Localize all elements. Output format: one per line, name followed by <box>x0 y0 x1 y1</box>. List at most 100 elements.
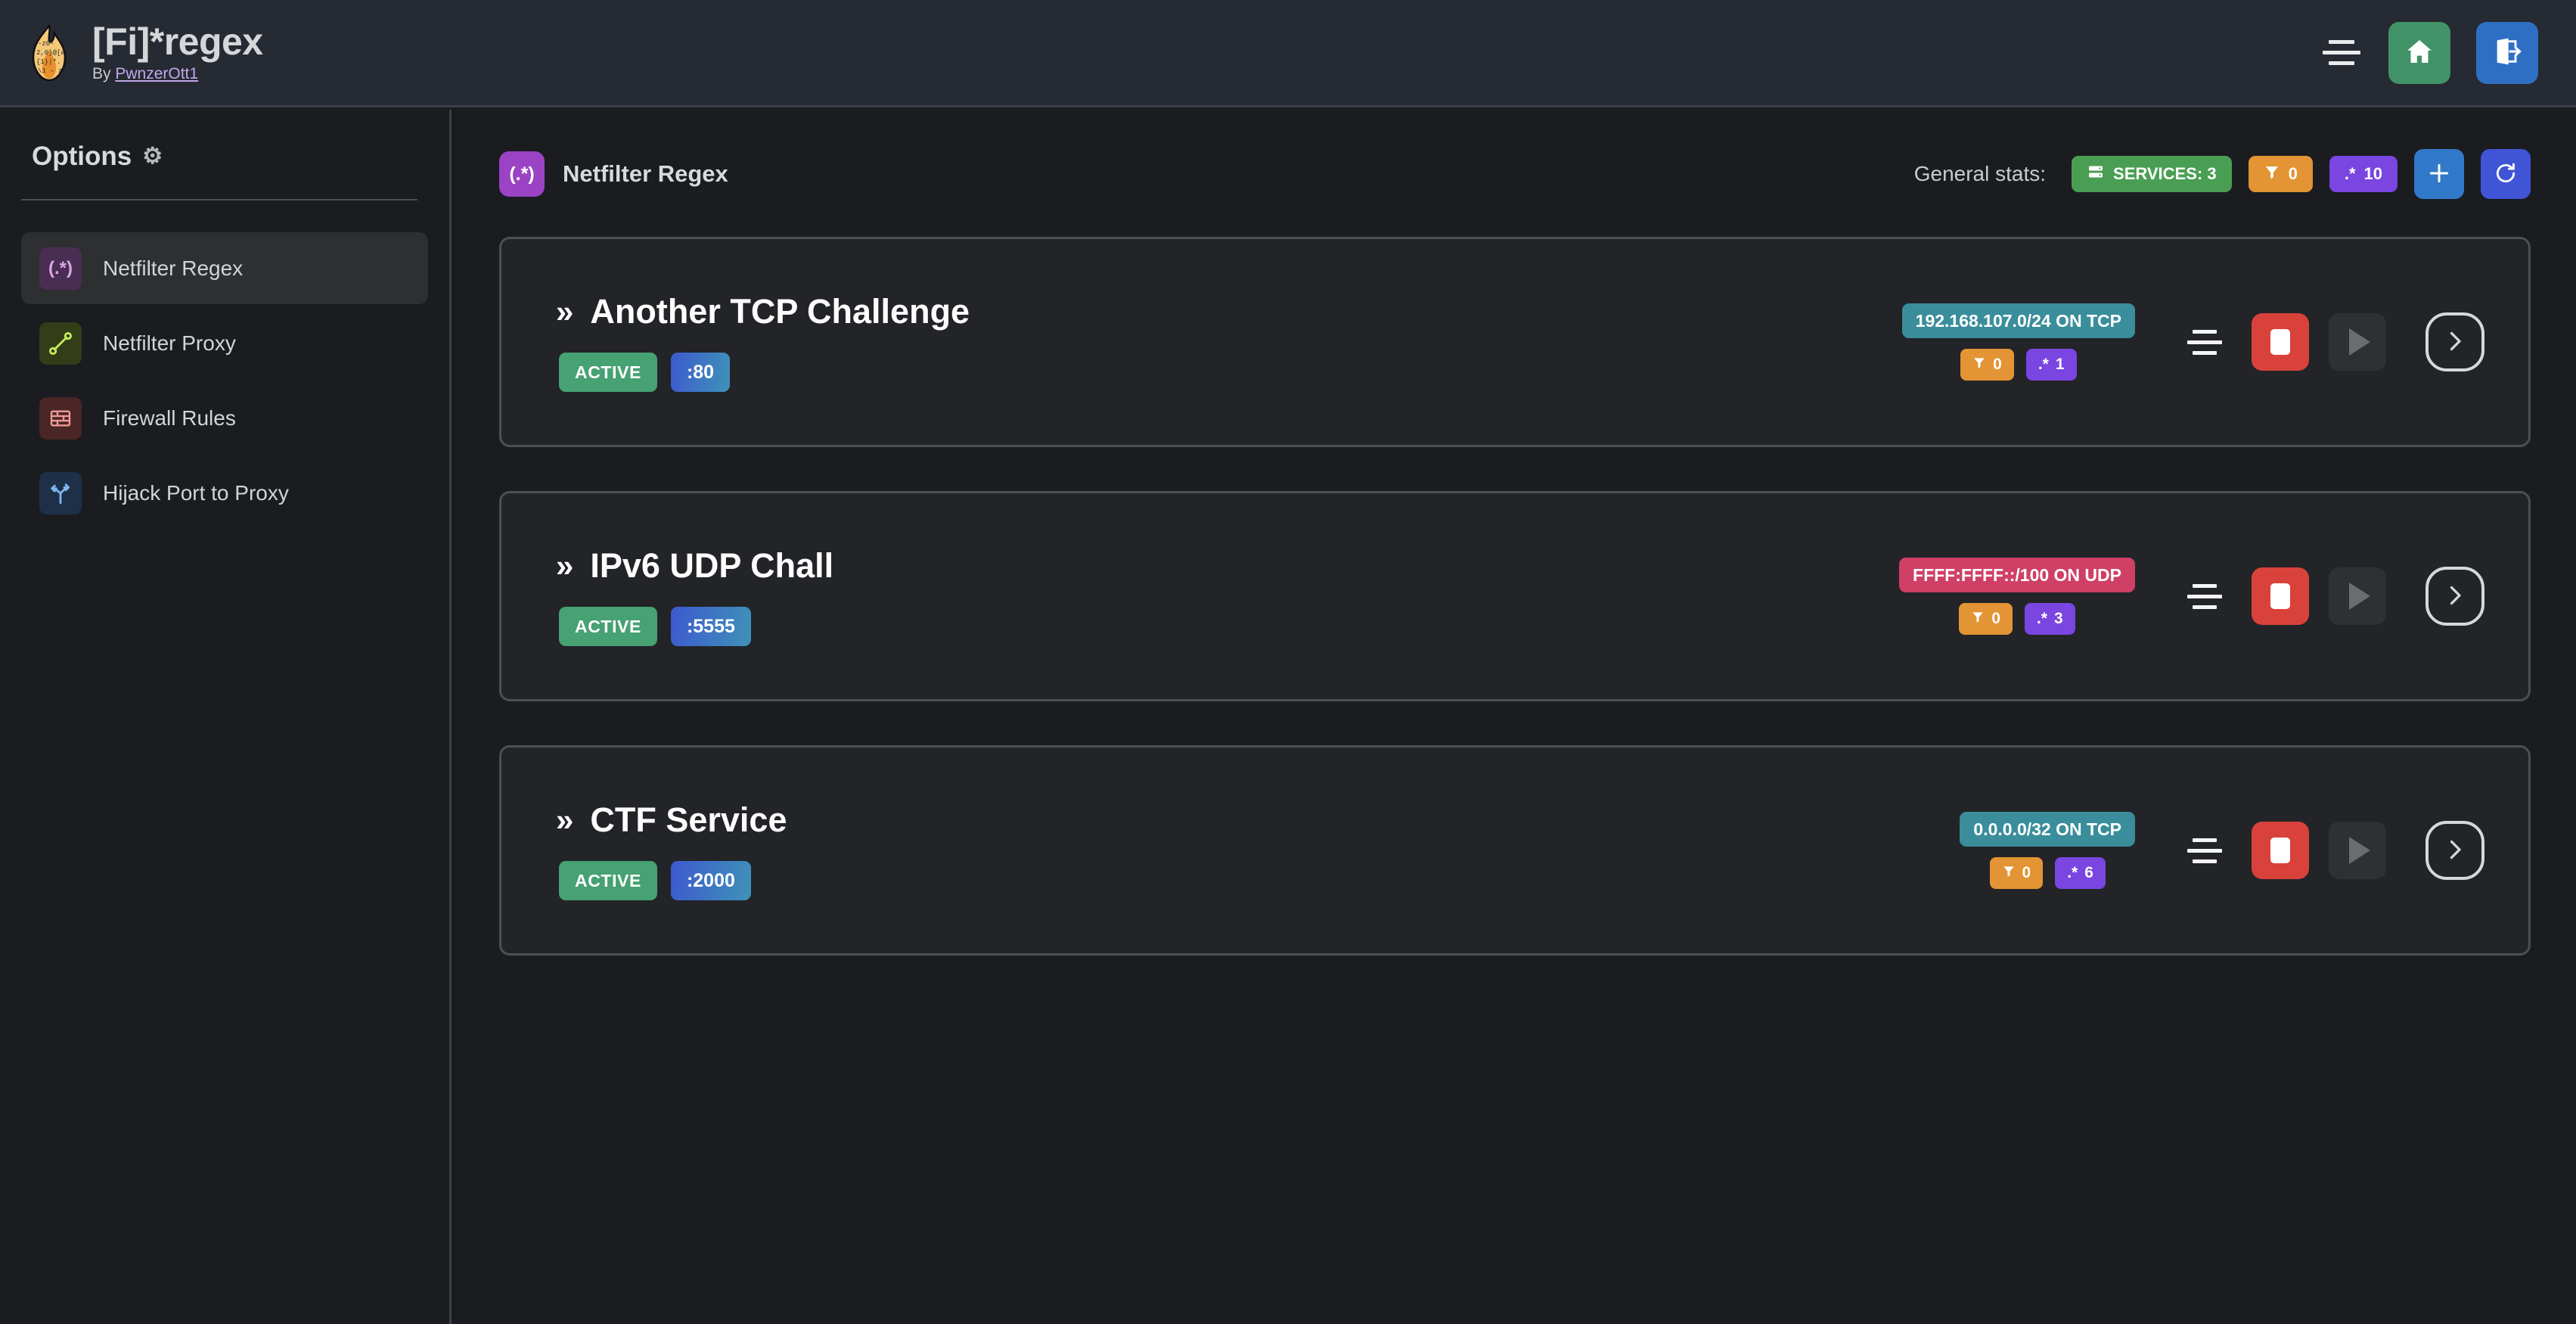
sidebar: Options ⚙ (.*) Netfilter Regex Netfilter… <box>0 110 452 1324</box>
drag-handle-icon[interactable] <box>2182 828 2227 873</box>
logout-button[interactable] <box>2476 21 2538 84</box>
filters-count: 0 <box>2022 864 2031 881</box>
by-prefix: By <box>92 65 116 82</box>
sidebar-item-firewall-rules[interactable]: Firewall Rules <box>21 382 428 454</box>
regex-count: 1 <box>2055 356 2065 373</box>
service-details-button[interactable] <box>2425 567 2484 626</box>
start-service-button <box>2329 567 2386 625</box>
refresh-button[interactable] <box>2481 149 2531 199</box>
drag-handle-icon[interactable] <box>2182 319 2227 365</box>
regex-count: 6 <box>2084 864 2093 881</box>
home-button[interactable] <box>2388 21 2450 84</box>
fork-route-icon <box>39 471 82 514</box>
funnel-icon <box>1971 610 1985 628</box>
sidebar-item-netfilter-proxy[interactable]: Netfilter Proxy <box>21 307 428 379</box>
service-info: » IPv6 UDP Chall ACTIVE :5555 <box>556 546 833 646</box>
page-title: Netfilter Regex <box>563 160 728 187</box>
drag-handle-icon[interactable] <box>2182 573 2227 619</box>
header-actions <box>2320 21 2576 84</box>
status-badge: ACTIVE <box>559 861 657 900</box>
port-badge: :80 <box>670 353 731 392</box>
play-icon <box>2348 583 2370 610</box>
regex-stat-count: 10 <box>2363 164 2382 183</box>
service-name: CTF Service <box>590 800 787 839</box>
sidebar-heading: Options ⚙ <box>0 141 449 172</box>
stop-service-button[interactable] <box>2252 313 2309 371</box>
chevron-right-icon <box>2441 582 2469 611</box>
status-badge: ACTIVE <box>559 607 657 646</box>
cidr-badge: 0.0.0.0/32 ON TCP <box>1960 812 2135 847</box>
flame-regex-logo-icon: -z0- 2,0}@[a {1}|*. )-9] \1 – z] <box>26 23 81 82</box>
double-chevron-icon: » <box>556 802 574 838</box>
services-stat-label: SERVICES: 3 <box>2113 164 2217 183</box>
regex-count: 3 <box>2054 610 2063 627</box>
port-badge: :5555 <box>670 607 751 646</box>
sidebar-item-netfilter-regex[interactable]: (.*) Netfilter Regex <box>21 232 428 304</box>
filters-count-badge[interactable]: 0 <box>1959 603 2013 635</box>
services-list: » Another TCP Challenge ACTIVE :80 192.1… <box>499 237 2531 956</box>
regex-stat-badge[interactable]: .* 10 <box>2329 156 2398 192</box>
double-chevron-icon: » <box>556 294 574 329</box>
refresh-icon <box>2494 161 2518 188</box>
logout-icon <box>2492 36 2522 69</box>
status-badge: ACTIVE <box>559 353 657 392</box>
sidebar-item-hijack-port-to-proxy[interactable]: Hijack Port to Proxy <box>21 457 428 529</box>
service-info: » Another TCP Challenge ACTIVE :80 <box>556 292 970 392</box>
plug-icon <box>39 322 82 365</box>
service-name: IPv6 UDP Chall <box>590 546 834 585</box>
hamburger-icon[interactable] <box>2320 36 2363 70</box>
sidebar-divider <box>21 199 417 200</box>
port-badge: :2000 <box>670 861 751 900</box>
regex-count-badge[interactable]: .* 3 <box>2025 603 2075 635</box>
service-card[interactable]: » CTF Service ACTIVE :2000 0.0.0.0/32 ON… <box>499 745 2531 956</box>
service-info: » CTF Service ACTIVE :2000 <box>556 800 787 900</box>
filters-count: 0 <box>1993 356 2002 373</box>
service-details-button[interactable] <box>2425 312 2484 371</box>
service-card[interactable]: » Another TCP Challenge ACTIVE :80 192.1… <box>499 237 2531 447</box>
regex-dotstar-icon: .* <box>2067 864 2078 881</box>
chevron-right-icon <box>2441 836 2469 866</box>
sidebar-heading-label: Options <box>32 141 132 171</box>
regex-count-badge[interactable]: .* 6 <box>2055 857 2106 889</box>
regex-dotstar-icon: .* <box>2037 610 2048 627</box>
services-stat-badge[interactable]: SERVICES: 3 <box>2072 156 2232 192</box>
sidebar-item-label: Netfilter Regex <box>103 256 244 280</box>
funnel-icon <box>2264 163 2280 185</box>
sidebar-item-label: Netfilter Proxy <box>103 331 236 355</box>
service-meta: FFFF:FFFF::/100 ON UDP 0 .* 3 <box>1899 558 2135 635</box>
service-title: » Another TCP Challenge <box>556 292 970 331</box>
service-name: Another TCP Challenge <box>590 292 970 331</box>
stop-service-button[interactable] <box>2252 567 2309 625</box>
sidebar-item-label: Hijack Port to Proxy <box>103 480 289 505</box>
add-service-button[interactable] <box>2414 149 2464 199</box>
service-details-button[interactable] <box>2425 821 2484 880</box>
stop-icon <box>2270 583 2290 609</box>
service-controls: 192.168.107.0/24 ON TCP 0 .* 1 <box>1901 303 2484 381</box>
sidebar-item-label: Firewall Rules <box>103 406 236 430</box>
cidr-badge: FFFF:FFFF::/100 ON UDP <box>1899 558 2135 592</box>
service-counters: 0 .* 6 <box>1989 857 2106 889</box>
service-controls: FFFF:FFFF::/100 ON UDP 0 .* 3 <box>1899 558 2484 635</box>
service-card[interactable]: » IPv6 UDP Chall ACTIVE :5555 FFFF:FFFF:… <box>499 491 2531 701</box>
funnel-icon <box>1972 356 1986 374</box>
play-icon <box>2348 837 2370 864</box>
author-link[interactable]: PwnzerOtt1 <box>115 65 199 82</box>
service-controls: 0.0.0.0/32 ON TCP 0 .* 6 <box>1960 812 2484 889</box>
service-counters: 0 .* 3 <box>1959 603 2075 635</box>
regex-icon: (.*) <box>39 247 82 290</box>
cidr-badge: 192.168.107.0/24 ON TCP <box>1901 303 2135 338</box>
filters-count-badge[interactable]: 0 <box>1960 349 2014 381</box>
funnel-icon <box>2002 864 2016 882</box>
service-counters: 0 .* 1 <box>1960 349 2077 381</box>
double-chevron-icon: » <box>556 548 574 583</box>
regex-count-badge[interactable]: .* 1 <box>2025 349 2077 381</box>
regex-dotstar-icon: .* <box>2344 164 2356 183</box>
server-icon <box>2087 163 2105 185</box>
filters-count-badge[interactable]: 0 <box>1989 857 2044 889</box>
regex-dotstar-icon: .* <box>2038 356 2049 373</box>
general-stats-bar: General stats: SERVICES: 3 <box>1914 149 2531 199</box>
filters-stat-badge[interactable]: 0 <box>2248 156 2313 192</box>
content-header: (.*) Netfilter Regex General stats: SERV… <box>499 140 2531 208</box>
play-icon <box>2348 328 2370 356</box>
stop-service-button[interactable] <box>2252 822 2309 879</box>
